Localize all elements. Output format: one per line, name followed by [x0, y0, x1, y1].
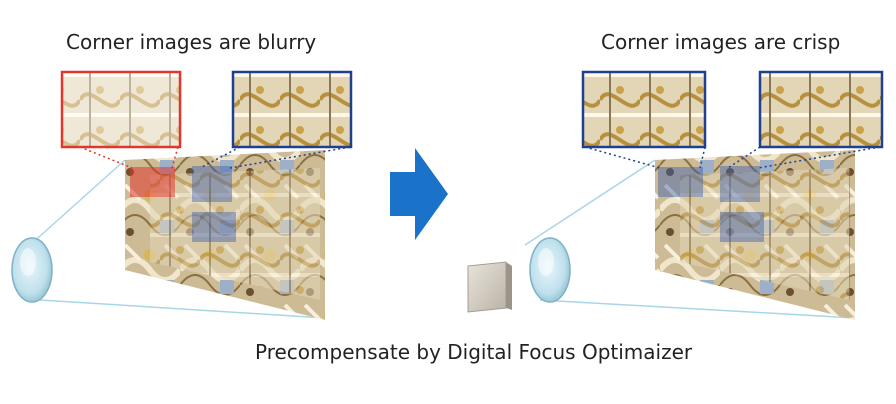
- connector-line: [229, 146, 351, 169]
- connector-line: [757, 146, 881, 169]
- arrow-right-icon: [390, 148, 448, 240]
- connector-line: [171, 146, 179, 169]
- zoom-inset-sharp: [581, 70, 707, 149]
- projection-line: [539, 299, 856, 319]
- zoom-inset-blurry: [60, 70, 182, 149]
- zoom-inset-sharp: [231, 70, 353, 149]
- connector-line: [584, 146, 661, 169]
- connector-line: [699, 146, 706, 169]
- connector-line: [79, 146, 133, 169]
- footer-caption: Precompensate by Digital Focus Optimaize…: [255, 340, 693, 364]
- sharp-region-highlight: [192, 166, 232, 202]
- right-panel-caption: Corner images are crisp: [601, 30, 841, 54]
- processor-chip-icon: [467, 261, 512, 313]
- sharp-region-highlight: [720, 212, 764, 242]
- left-panel: [11, 70, 353, 320]
- projection-line: [524, 159, 656, 246]
- zoom-inset-sharp: [758, 70, 884, 149]
- sharp-region-highlight: [192, 212, 236, 242]
- lens-icon: [11, 237, 53, 303]
- left-panel-caption: Corner images are blurry: [66, 30, 317, 54]
- lens-icon: [529, 237, 571, 303]
- right-panel: [524, 70, 884, 320]
- sharp-region-highlight: [658, 167, 703, 197]
- connector-line: [727, 146, 761, 169]
- projection-line: [29, 159, 126, 246]
- projection-line: [39, 299, 326, 319]
- blurry-region-highlight: [130, 167, 175, 197]
- sharp-region-highlight: [720, 166, 760, 202]
